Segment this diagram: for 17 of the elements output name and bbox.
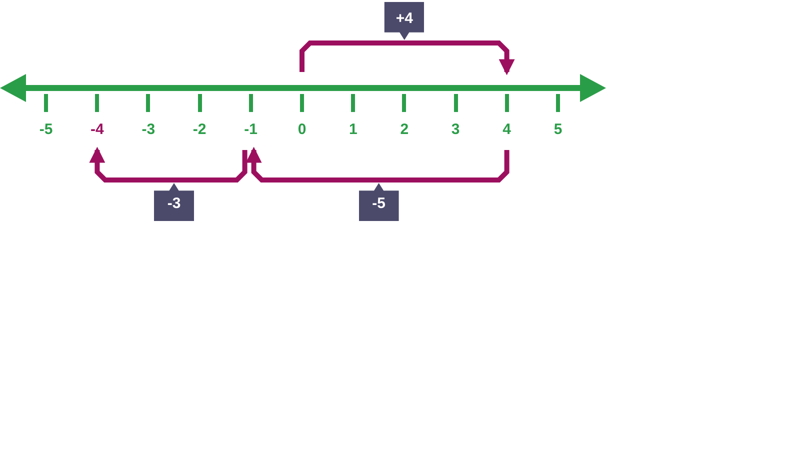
edge-label: -3 (154, 183, 194, 221)
tick-label: 4 (502, 120, 512, 140)
tick-label: -3 (140, 120, 156, 140)
tick-label: 1 (348, 120, 358, 140)
tick-label: -4 (90, 120, 105, 140)
edge-label: +4 (384, 2, 424, 40)
tick-label: 0 (296, 120, 308, 140)
tick-label: -1 (243, 120, 258, 140)
tick-label: 5 (552, 120, 564, 140)
tick-label: 3 (450, 120, 461, 140)
tick-label: 2 (399, 120, 410, 140)
tick-label: -2 (192, 120, 208, 140)
edge-label: -5 (358, 183, 399, 221)
arrow (246, 146, 510, 182)
arrow (89, 146, 248, 182)
arrow (300, 40, 515, 76)
tick-label: -5 (38, 120, 54, 140)
